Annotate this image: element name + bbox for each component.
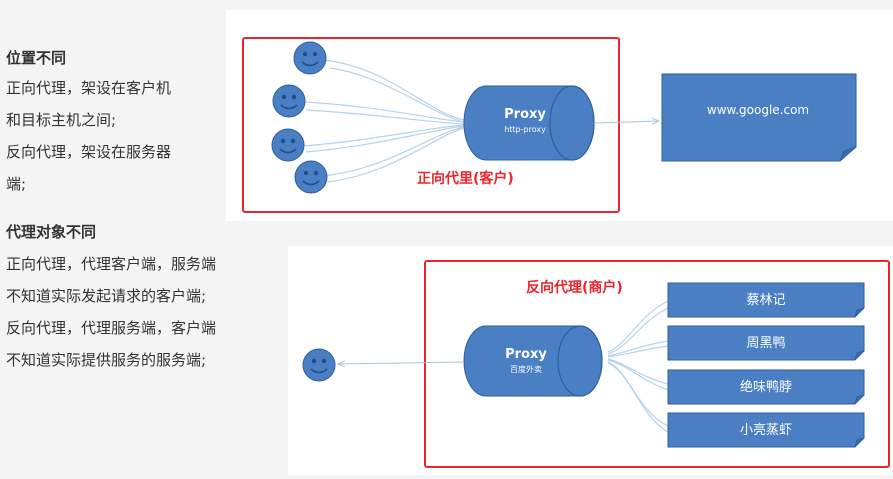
client-links [303,59,465,183]
text-line: 反向代理，代理服务端，客户端 [6,319,217,337]
heading-location: 位置不同 [6,49,67,67]
heading-proxy-target: 代理对象不同 [6,223,97,241]
target-server-box [661,73,857,162]
server-box [667,369,865,405]
smiley-icon [294,160,328,194]
smiley-icon [302,348,336,382]
forward-arrow [593,121,659,123]
server-box [667,412,865,448]
forward-proxy-label: 正向代里(客户) [417,170,514,187]
text-line: 反向代理，架设在服务器 [6,143,172,161]
text-line: 正向代理，代理客户端，服务端 [6,255,217,273]
text-line: 不知道实际发起请求的客户端; [6,287,207,305]
server-label: 小亮蒸虾 [740,422,792,438]
smiley-icon [271,128,305,162]
reverse-proxy-subtitle: 百度外卖 [510,364,542,374]
server-label: 绝味鸭脖 [740,379,792,395]
reverse-red-frame [424,260,890,468]
smiley-icon [293,41,327,75]
target-label: www.google.com [707,103,809,117]
text-line: 端; [6,175,27,193]
forward-proxy-cylinder [463,85,595,161]
server-label: 周黑鸭 [746,336,785,351]
server-box [667,282,865,318]
reverse-arrow [338,362,465,364]
forward-proxy-subtitle: http-proxy [504,125,546,134]
text-line: 正向代理，架设在客户机 [6,79,172,97]
server-box [667,325,865,361]
forward-proxy-panel: Proxy http-proxy www.google.com 正向代里(客户) [226,10,893,221]
smiley-icon [272,84,306,118]
reverse-proxy-panel: 反向代理(商户) 蔡林记 周黑鸭 绝味鸭脖 [288,246,893,475]
server-links [607,300,669,433]
forward-proxy-diagram: Proxy http-proxy www.google.com 正向代里(客户) [242,37,857,213]
reverse-proxy-diagram: 反向代理(商户) 蔡林记 周黑鸭 绝味鸭脖 [302,260,890,468]
forward-red-frame [242,37,620,213]
text-line: 和目标主机之间; [6,111,117,129]
reverse-proxy-title: Proxy [505,347,547,362]
text-line: 不知道实际提供服务的服务端; [6,351,207,369]
forward-proxy-title: Proxy [504,107,546,122]
reverse-proxy-label: 反向代理(商户) [526,279,623,296]
reverse-proxy-cylinder [463,325,603,397]
page-fold-icon [839,146,857,162]
server-label: 蔡林记 [746,293,785,308]
